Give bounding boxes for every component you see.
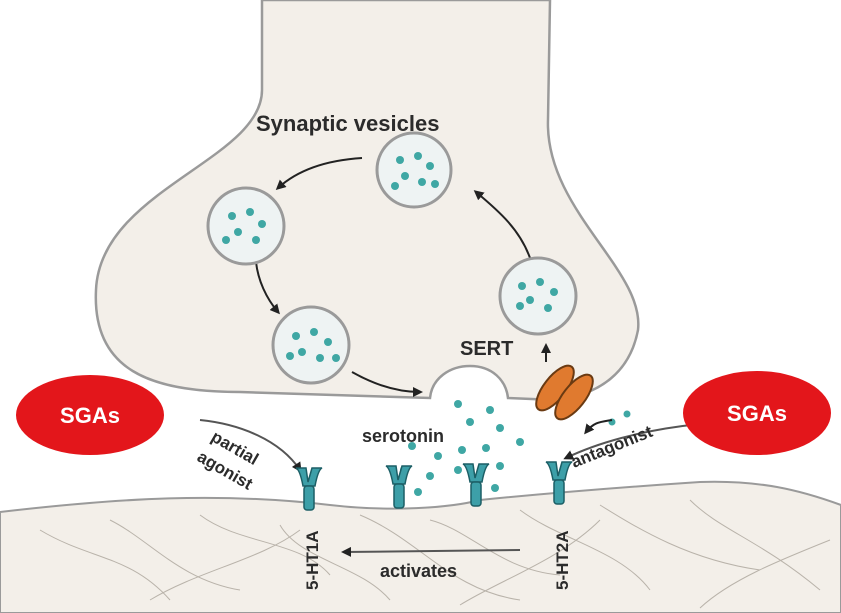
vesicle-bottom [273,307,349,383]
sga-left-label: SGAs [60,403,120,428]
receptor-5ht2a-label: 5-HT2A [553,530,572,590]
sert-label: SERT [460,338,513,360]
receptor-2 [386,466,412,508]
vesicle-right [500,258,576,334]
vesicle-left [208,188,284,264]
activates-label: activates [380,561,457,581]
synaptic-vesicles-label: Synaptic vesicles [256,111,439,136]
vesicle-top [377,133,451,207]
postsynaptic-neuron [0,482,841,613]
sga-right-label: SGAs [727,401,787,426]
presynaptic-terminal [96,0,639,400]
receptor-5ht1a-label: 5-HT1A [303,530,322,590]
antagonist-label: antagonist [568,422,655,472]
serotonin-label: serotonin [362,426,444,446]
